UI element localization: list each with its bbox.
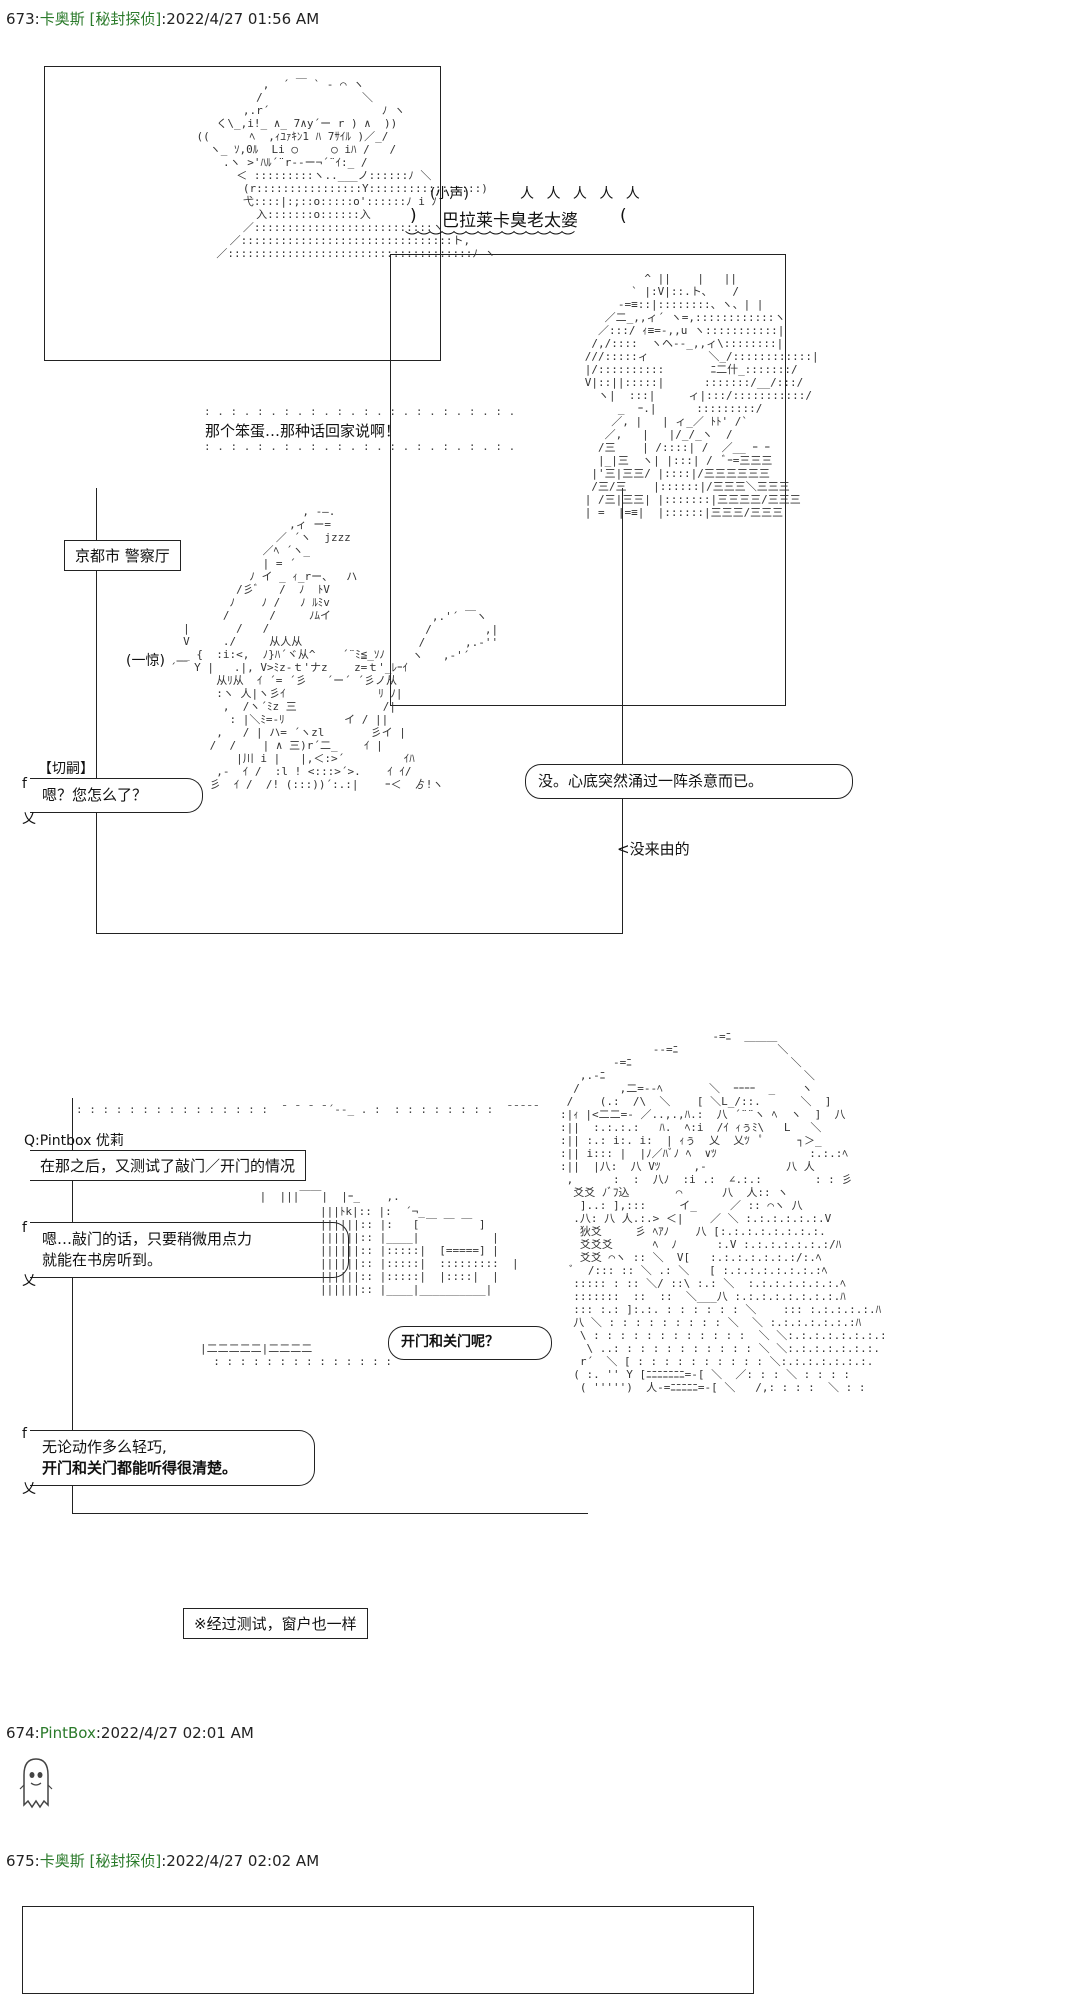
ascii-art-floor: |二二二二二|二二二二 : : : : : : : : : : : : : : — [200, 1342, 393, 1368]
ghost-icon — [19, 1758, 53, 1809]
poster-name[interactable]: 卡奥斯 — [39, 10, 85, 28]
shout-small: (小声) — [430, 186, 469, 202]
shout-bracket-right: ( — [620, 206, 627, 226]
bubble-tail-f2: f — [22, 1220, 27, 1236]
shout-decoration-top: 人 人 人 人 人 — [520, 186, 644, 202]
post-date: :2022/4/27 01:56 AM — [161, 10, 320, 28]
bubble-tail-f3: f — [22, 1426, 27, 1442]
door-line-2: 开门和关门都能听得很清楚。 — [42, 1459, 238, 1477]
shout-bracket-left: ) — [410, 206, 417, 226]
mutter-dots-bottom: : . : . : . : . : . : . : . : . : . : . … — [204, 440, 516, 453]
poster-name[interactable]: PintBox — [39, 1724, 96, 1742]
panel2-top-border-dots: : : : : : : : : : : : : : : : ˉ ˉ ˉ ̄ ´‐… — [76, 1103, 533, 1116]
frame-bottom-left — [96, 488, 623, 934]
speech-bubble-knock: 嗯…敲门的话，只要稍微用点力 就能在书房听到。 — [30, 1222, 349, 1278]
mutter-dots-top: : . : . : . : . : . : . : . : . : . : . … — [204, 405, 516, 418]
ascii-art-room: | |||￣￣| |ｰ_ ,. — [200, 1190, 400, 1203]
open-close-text: 开门和关门呢？ — [401, 1334, 499, 1350]
startle-text: (一惊) — [126, 653, 165, 669]
speaker-pintbox: Q:Pintbox 优莉 — [24, 1133, 124, 1149]
ascii-art-figure-3: , -―. ,ィ ー= ／ ´ヽ jzzz ／ﾍ ´ヽ_ | = ´ ﾉ イ _… — [169, 505, 444, 791]
mutter-text: 那个笨蛋…那种话回家说啊！ — [205, 422, 401, 440]
poster-name[interactable]: 卡奥斯 — [39, 1852, 85, 1870]
aside-text: <没来由的 — [617, 840, 690, 858]
shout-decoration-bottom: ︶︶︶︶︶︶︶︶︶︶︶︶︶︶ — [405, 231, 575, 247]
speaker-tag: 【切嗣】 — [38, 761, 94, 777]
poster-trip: [秘封探侦] — [89, 1852, 162, 1870]
bubble-tail-x3: 乂 — [22, 1481, 36, 1497]
frame-right — [390, 254, 786, 706]
post-header-674: 674:PintBox:2022/4/27 02:01 AM — [6, 1724, 254, 1742]
ascii-art-figure-4: -=ﾆ ＿＿＿ --=ﾆ ＼ -=ﾆ ＼ ,.-ﾆ ＼ / ,二=--ﾍ ＼ ｰ… — [560, 1030, 887, 1394]
post-number: 673: — [6, 10, 40, 28]
ascii-art-figure-1: , ´ ￣ ` ‐ ⌒ ヽ / ＼ ,.r´ ﾉ ヽ く\_,i!_ ∧_ 7∧… — [196, 78, 496, 260]
post-number: 674: — [6, 1724, 40, 1742]
ascii-art-figure-2: ^ || | || ` |:V|::.ト、 / -=≡::|::::::::、ヽ… — [584, 272, 819, 519]
speech-bubble-open-close: 开门和关门呢？ — [388, 1326, 552, 1360]
ascii-art-hand: ,.'´ ￣ヽ / ,| / ,.-'' ヽ ,-'´ — [412, 610, 499, 662]
speech-bubble-question: 嗯？您怎么了？ — [30, 778, 203, 813]
door-line-1: 无论动作多么轻巧, — [42, 1438, 167, 1456]
frame-top-left — [44, 66, 441, 361]
bubble-tail-x: 乂 — [22, 811, 36, 827]
frame-post-675 — [22, 1906, 754, 1994]
shout-text: 巴拉莱卡臭老太婆 — [442, 211, 578, 231]
question-text: 嗯？您怎么了？ — [42, 786, 148, 804]
frame-panel2 — [72, 1098, 588, 1514]
knock-line-2: 就能在书房听到。 — [42, 1251, 163, 1269]
post-header-675: 675:卡奥斯 [秘封探侦]:2022/4/27 02:02 AM — [6, 1850, 319, 1871]
answer-text: 没。心底突然涌过一阵杀意而已。 — [538, 772, 764, 790]
speech-bubble-door: 无论动作多么轻巧, 开门和关门都能听得很清楚。 — [30, 1430, 315, 1486]
bubble-tail-f: f — [22, 776, 27, 792]
ascii-art-door: |||ﾄk|:: |: ´¬_ ||||||:: |: [ ￣ ￣ ￣ ] ||… — [320, 1205, 519, 1296]
bubble-tail-x2: 乂 — [22, 1273, 36, 1289]
note-box: ※经过测试，窗户也一样 — [183, 1608, 368, 1639]
post-header-673: 673:卡奥斯 [秘封探侦]:2022/4/27 01:56 AM — [6, 8, 319, 29]
caption-box-test: 在那之后，又测试了敲门／开门的情况 — [30, 1150, 307, 1181]
post-date: :2022/4/27 02:01 AM — [95, 1724, 254, 1742]
location-caption: 京都市 警察厅 — [64, 540, 181, 571]
speech-bubble-answer: 没。心底突然涌过一阵杀意而已。 — [525, 764, 853, 799]
post-date: :2022/4/27 02:02 AM — [161, 1852, 320, 1870]
poster-trip: [秘封探侦] — [89, 10, 162, 28]
knock-line-1: 嗯…敲门的话，只要稍微用点力 — [42, 1230, 253, 1248]
post-number: 675: — [6, 1852, 40, 1870]
